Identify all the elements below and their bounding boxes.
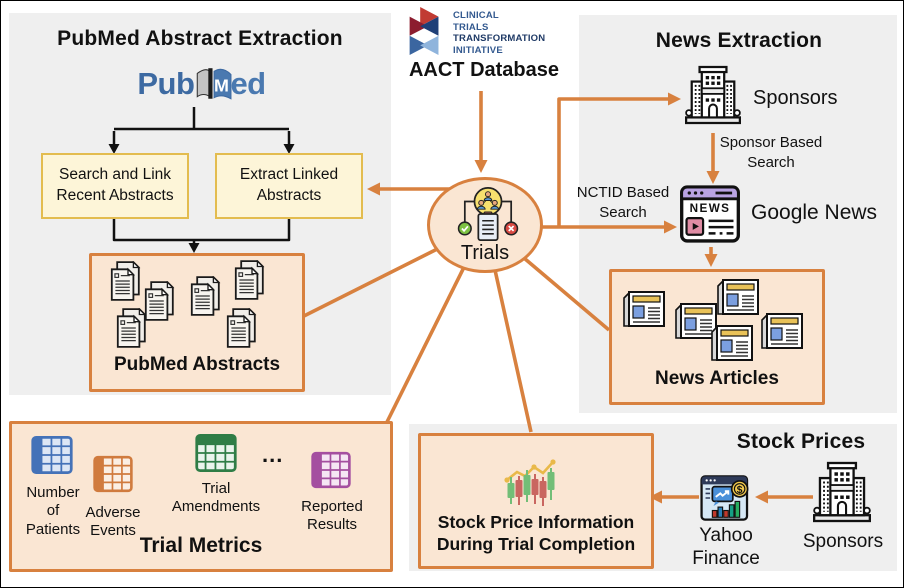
document-icon [234, 260, 270, 300]
document-icon [226, 308, 262, 348]
metric-label-line: Events [90, 522, 136, 540]
reported-results-label: Reported Results [294, 498, 370, 535]
stock-prices-title: Stock Prices [736, 430, 866, 453]
search-recent-abstracts-box: Search and Link Recent Abstracts [41, 153, 189, 219]
number-of-patients-label: Number of Patients [18, 484, 88, 539]
ctti-logo-icon [409, 6, 439, 56]
pubmed-logo-pub: Pub [137, 66, 195, 101]
aact-database-label: AACT Database [408, 59, 560, 81]
trials-icon [457, 187, 519, 241]
trial-metrics-box: Number of Patients Adverse Events Trial … [9, 421, 393, 572]
trial-amendments-label: Trial Amendments [168, 480, 264, 517]
sponsor-search-line: Search [747, 153, 795, 171]
nctid-search-line: NCTID Based [576, 184, 670, 201]
ctti-text-line: TRANSFORMATION [453, 33, 546, 45]
stock-sponsors-label: Sponsors [802, 531, 884, 552]
yahoo-label-line: Finance [692, 547, 760, 569]
document-icon [190, 276, 226, 316]
adverse-events-label: Adverse Events [76, 504, 150, 541]
pubmed-logo-m: M [214, 75, 229, 95]
sponsors-label: Sponsors [753, 87, 838, 109]
extract-linked-abstracts-label: Extract Linked Abstracts [239, 166, 339, 204]
yahoo-finance-icon: $ [700, 475, 749, 521]
number-of-patients-table-icon [31, 436, 73, 474]
metric-label-line: Trial [201, 480, 231, 497]
adverse-events-table-icon [93, 455, 133, 493]
metric-label-line: of [46, 502, 60, 520]
pubmed-book-icon: M [197, 68, 232, 100]
sponsors-building-icon [685, 63, 741, 127]
ctti-text-line: CLINICAL [453, 10, 499, 21]
news-panel-title: News Extraction [655, 29, 823, 52]
yahoo-finance-label: Yahoo Finance [685, 525, 767, 571]
reported-results-table-icon [311, 451, 351, 489]
ctti-logo-text: CLINICAL TRIALS TRANSFORMATION INITIATIV… [453, 10, 545, 56]
metric-label-line: Number [26, 484, 80, 501]
stock-sponsors-building-icon [813, 459, 871, 525]
newspaper-icon [716, 278, 762, 318]
metric-label-line: Results [306, 516, 358, 534]
search-recent-abstracts-label: Search and Link Recent Abstracts [56, 166, 174, 204]
google-news-label: Google News [751, 201, 878, 224]
pubmed-abstracts-box: PubMed Abstracts [89, 253, 305, 392]
coin-dollar-text: $ [737, 485, 743, 496]
metric-label-line: Patients [25, 520, 81, 538]
pubmed-panel-title: PubMed Abstract Extraction [57, 27, 343, 50]
google-news-icon: NEWS [680, 185, 740, 243]
stock-box-label-line2: During Trial Completion [436, 534, 636, 554]
news-articles-label: News Articles [655, 368, 779, 389]
trial-metrics-title: Trial Metrics [139, 534, 263, 557]
document-icon [110, 261, 146, 301]
ctti-text-line: TRIALS [453, 21, 489, 33]
trials-node: Trials [427, 177, 543, 273]
extract-linked-abstracts-box: Extract Linked Abstracts [215, 153, 363, 219]
metric-label-line: Adverse [85, 504, 141, 521]
newspaper-icon [760, 312, 806, 352]
stock-price-info-box: Stock Price Information During Trial Com… [418, 433, 654, 569]
pubmed-logo: Pub M ed [119, 61, 284, 107]
ctti-text-line: INITIATIVE [453, 44, 503, 56]
sponsor-search-line: Sponsor Based [719, 134, 823, 151]
ellipsis: ... [262, 442, 284, 467]
metric-label-line: Amendments [171, 498, 261, 516]
news-articles-box: News Articles [609, 269, 825, 405]
stock-box-label-line1: Stock Price Information [437, 512, 635, 532]
document-icon [116, 308, 152, 348]
candlestick-chart-icon [504, 459, 556, 506]
yahoo-label-line: Yahoo [699, 525, 753, 546]
trials-label: Trials [460, 242, 510, 264]
nctid-based-search-label: NCTID Based Search [571, 183, 675, 222]
newspaper-icon [622, 290, 668, 330]
nctid-search-line: Search [599, 203, 647, 221]
newspaper-icon [710, 324, 756, 364]
news-icon-text: NEWS [690, 202, 731, 215]
pubmed-logo-ed: ed [230, 66, 266, 101]
pubmed-abstracts-label: PubMed Abstracts [113, 354, 281, 375]
sponsor-based-search-label: Sponsor Based Search [715, 133, 827, 172]
metric-label-line: Reported [301, 498, 363, 515]
trial-amendments-table-icon [195, 434, 237, 472]
